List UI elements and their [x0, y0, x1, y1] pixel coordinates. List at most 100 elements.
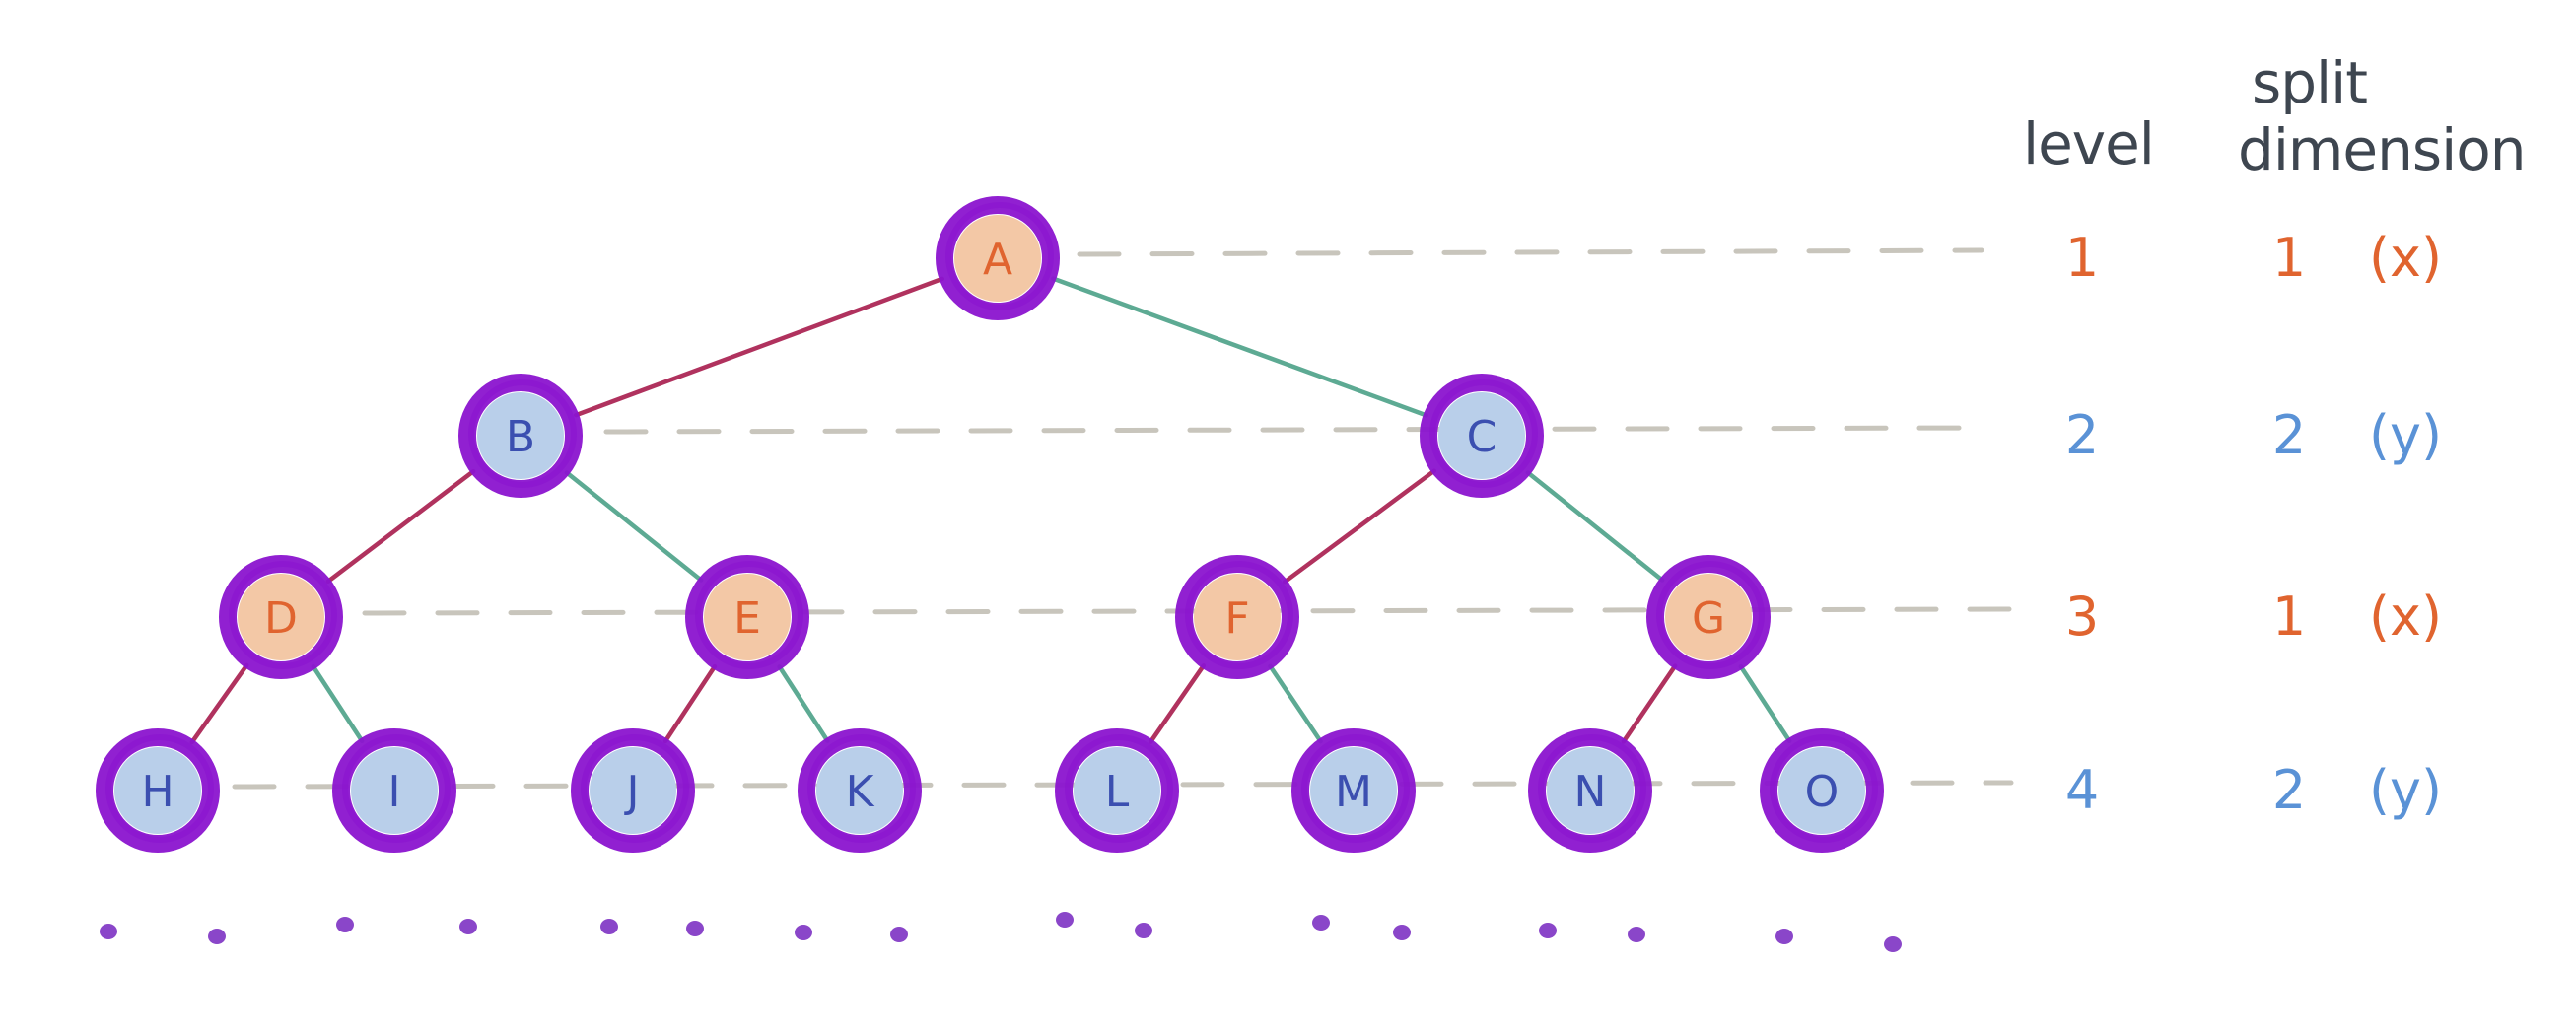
node-label: A	[983, 235, 1012, 285]
continuation-dot	[208, 929, 226, 944]
node-A: A	[936, 196, 1060, 320]
level-header: level	[2023, 110, 2154, 177]
split-axis-value: (y)	[2369, 759, 2442, 821]
node-fill	[704, 574, 791, 660]
continuation-dot	[890, 927, 908, 942]
continuation-dot	[1884, 936, 1902, 952]
level-value: 4	[2065, 759, 2099, 821]
node-ring-sketch	[807, 734, 916, 843]
edge-F-M	[1268, 663, 1323, 744]
node-fill	[1778, 747, 1865, 834]
edge-D-I	[311, 663, 365, 744]
node-ring-sketch	[1770, 734, 1878, 843]
node-label: I	[388, 767, 401, 817]
node-ring-sketch	[581, 734, 689, 843]
node-fill	[590, 747, 676, 834]
split-axis-value: (y)	[2369, 404, 2442, 466]
node-fill	[1438, 392, 1525, 479]
edge-C-G	[1525, 470, 1665, 583]
node-label: J	[624, 767, 640, 817]
node-fill	[1665, 574, 1752, 660]
node-label: M	[1335, 767, 1372, 817]
node-ring-sketch	[468, 379, 577, 488]
node-fill	[816, 747, 903, 834]
continuation-dot	[1628, 927, 1645, 942]
continuation-dot	[1775, 929, 1793, 944]
continuation-dot	[1056, 912, 1074, 928]
split-header-line2: dimension	[2238, 116, 2525, 183]
table-header: level split dimension	[2023, 49, 2526, 183]
node-C: C	[1420, 374, 1544, 498]
node-ring-sketch	[229, 561, 337, 669]
node-fill	[238, 574, 324, 660]
edge-G-N	[1621, 663, 1678, 744]
split-dim-value: 1	[2272, 227, 2306, 289]
continuation-dot	[459, 919, 477, 934]
node-fill	[1074, 747, 1160, 834]
split-axis-value: (x)	[2369, 586, 2442, 648]
edge-E-K	[777, 664, 830, 743]
node-D: D	[219, 555, 343, 679]
edge-F-L	[1148, 663, 1207, 744]
node-N: N	[1528, 728, 1652, 853]
node-fill	[1194, 574, 1281, 660]
continuation-dot	[100, 924, 117, 939]
node-F: F	[1175, 555, 1299, 679]
node-fill	[477, 392, 564, 479]
node-ring-sketch	[1656, 561, 1765, 669]
edge-C-F	[1282, 468, 1437, 585]
node-label: O	[1805, 767, 1840, 817]
node-label: L	[1105, 767, 1130, 817]
split-dim-value: 2	[2272, 759, 2306, 821]
split-dim-value: 2	[2272, 404, 2306, 466]
continuation-dot	[1539, 923, 1557, 938]
node-label: B	[506, 412, 535, 462]
node-ring-sketch	[1301, 734, 1410, 843]
level-guide-line	[603, 425, 1984, 435]
node-fill	[114, 747, 201, 834]
node-label: F	[1224, 593, 1249, 644]
node-E: E	[685, 555, 809, 679]
continuation-dot	[1393, 925, 1411, 940]
node-label: H	[141, 767, 174, 817]
node-J: J	[571, 728, 695, 853]
node-ring-sketch	[695, 561, 803, 669]
node-ring-sketch	[945, 202, 1054, 310]
node-I: I	[332, 728, 456, 853]
edge-D-H	[189, 662, 249, 745]
node-ring-sketch	[1065, 734, 1173, 843]
node-M: M	[1291, 728, 1416, 853]
level-row-4: 4 2 (y)	[2065, 759, 2442, 821]
continuation-dot	[686, 921, 704, 936]
continuation-dot	[1135, 923, 1152, 938]
edge-G-O	[1738, 663, 1792, 744]
continuation-dots	[100, 912, 1902, 952]
node-L: L	[1055, 728, 1179, 853]
edge-B-E	[564, 470, 704, 583]
node-O: O	[1760, 728, 1884, 853]
node-ring-sketch	[1538, 734, 1646, 843]
edge-B-D	[325, 468, 476, 585]
node-fill	[1547, 747, 1634, 834]
node-fill	[1310, 747, 1397, 834]
node-fill	[954, 215, 1041, 302]
node-label: C	[1467, 412, 1497, 462]
edge-A-B	[573, 276, 945, 418]
level-guide-lines	[232, 247, 2014, 790]
node-label: G	[1692, 593, 1725, 644]
node-ring-sketch	[1429, 379, 1538, 488]
level-guide-line	[1077, 247, 1984, 257]
continuation-dot	[336, 917, 354, 932]
continuation-dot	[600, 919, 618, 934]
split-dim-value: 1	[2272, 586, 2306, 648]
node-label: K	[846, 767, 875, 817]
node-label: N	[1574, 767, 1607, 817]
edge-E-J	[662, 663, 718, 744]
continuation-dot	[1312, 915, 1330, 931]
node-K: K	[798, 728, 922, 853]
